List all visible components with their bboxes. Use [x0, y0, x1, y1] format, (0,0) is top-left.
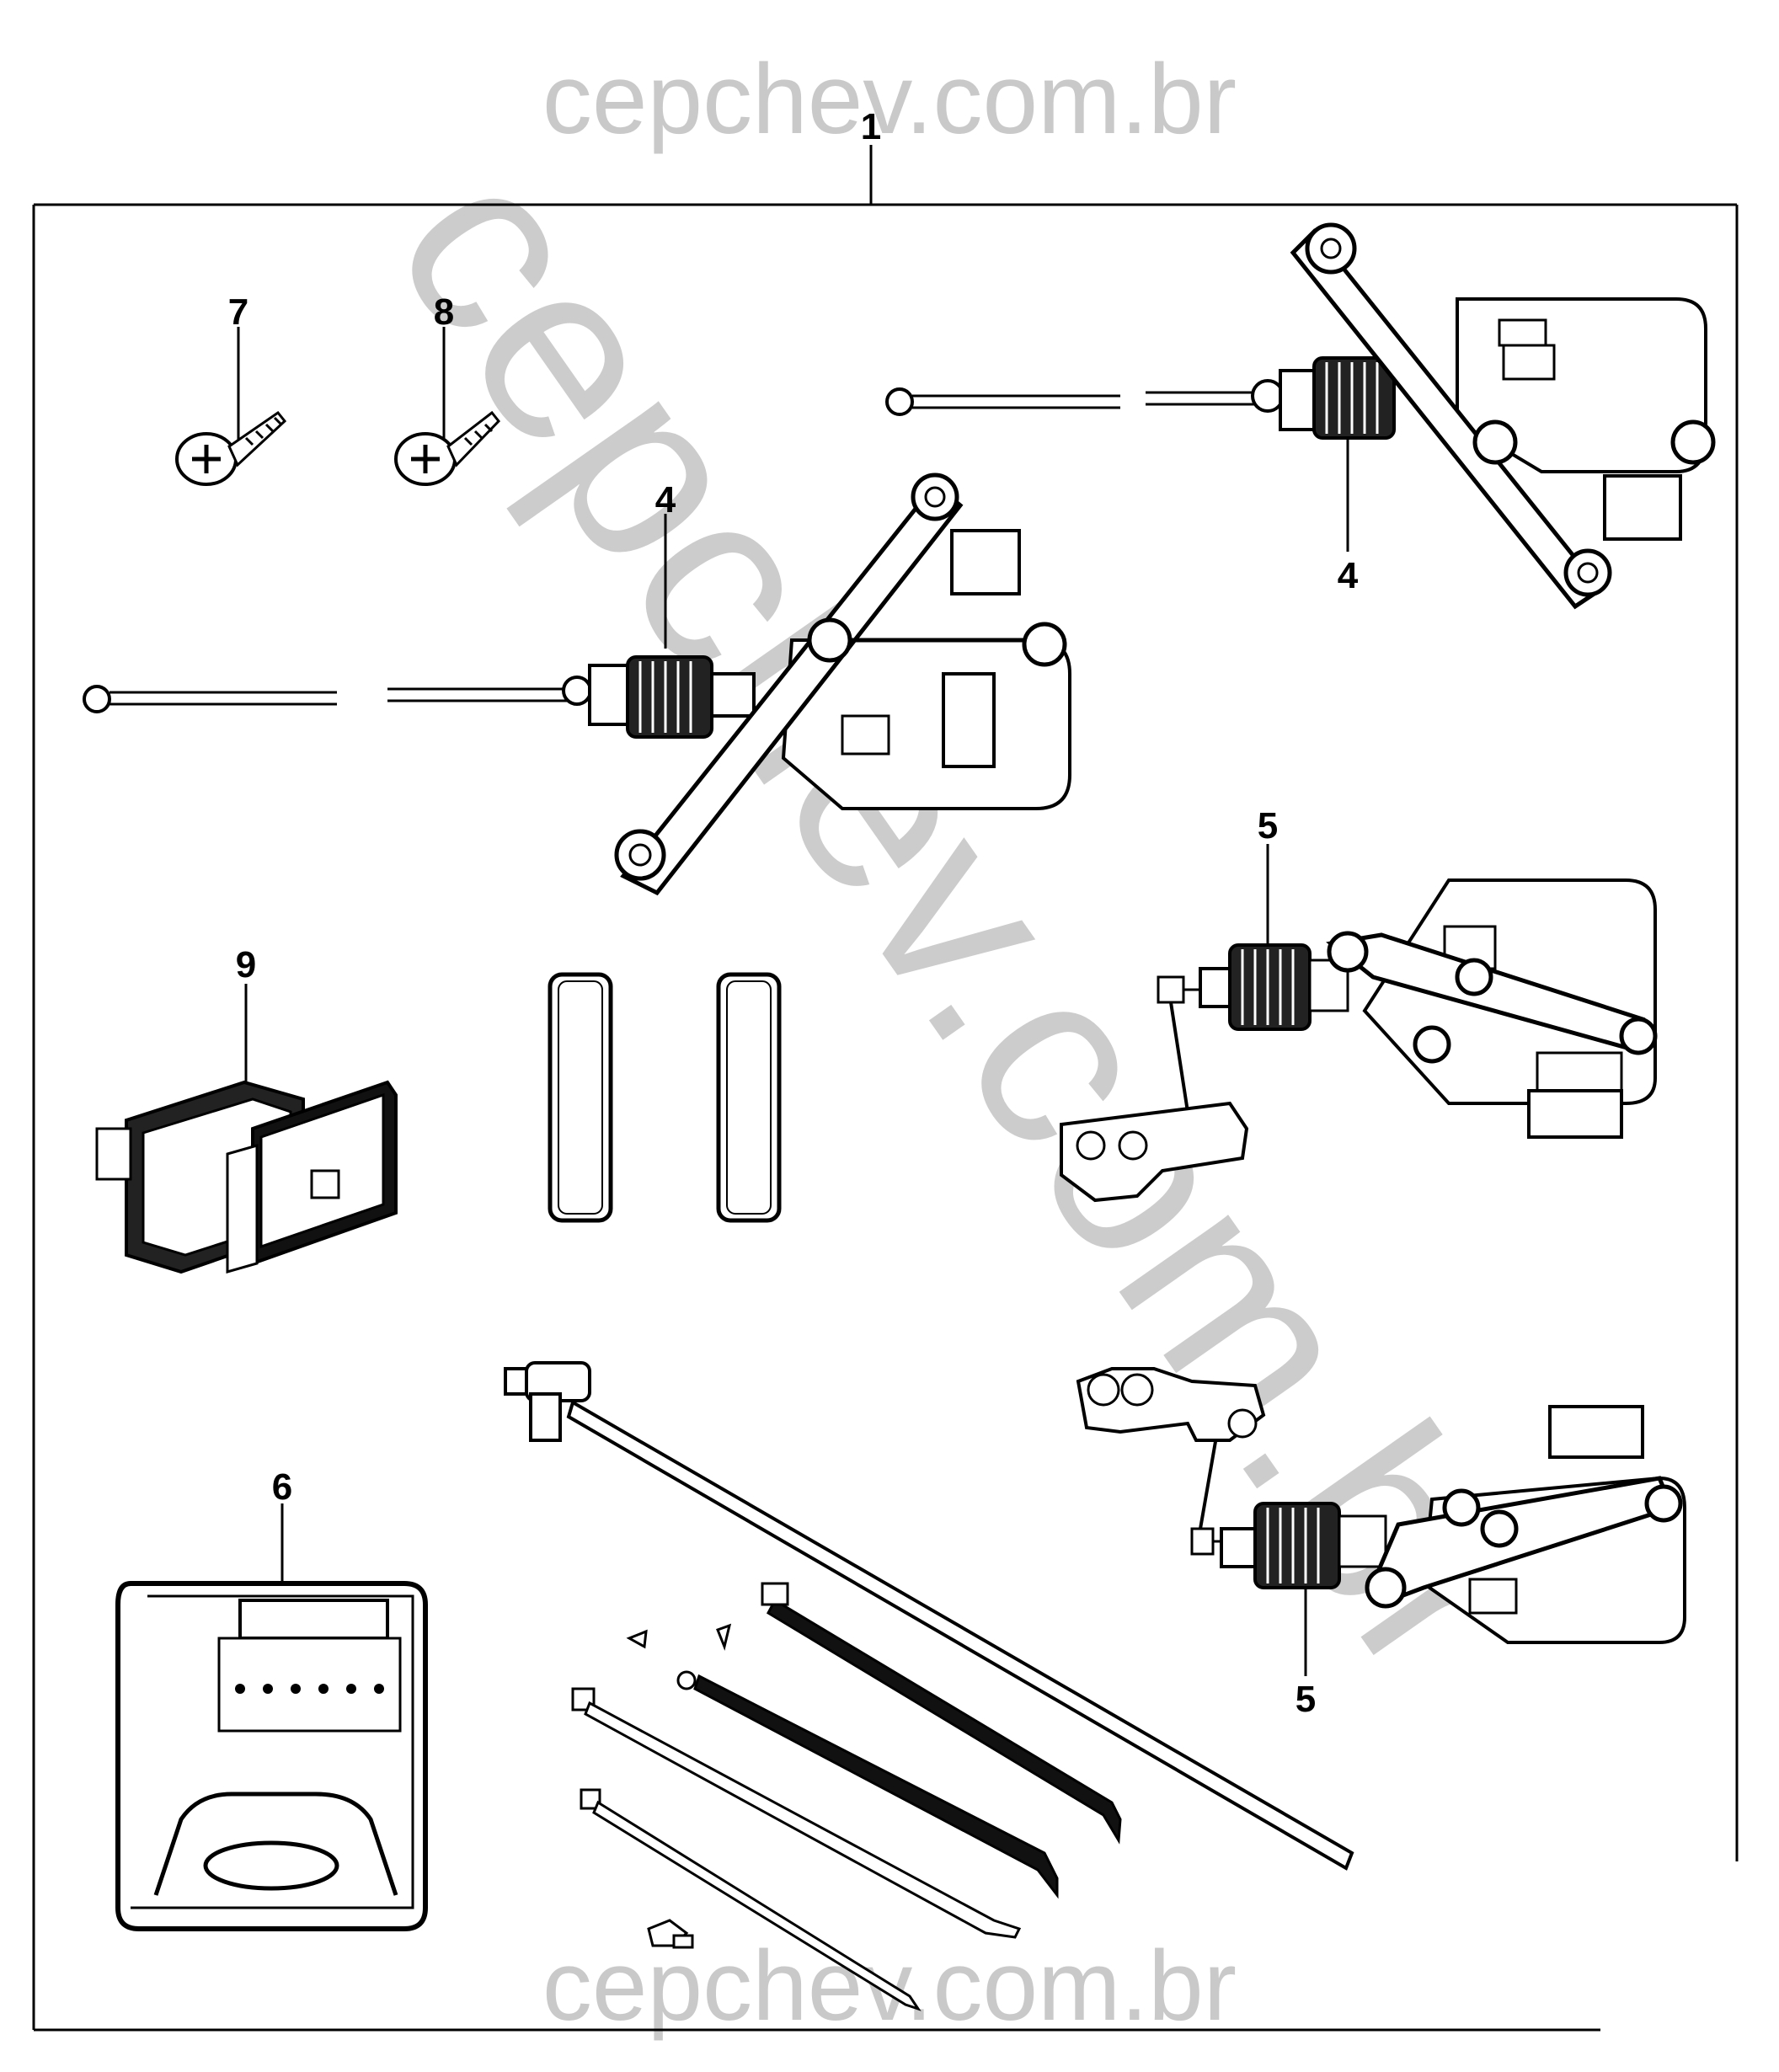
door-lock-actuator — [1060, 844, 1658, 1203]
cable-tie — [761, 1582, 1122, 1845]
bolt-icon — [647, 1919, 694, 1949]
callout-9: 9 — [236, 944, 256, 985]
cable-tie — [626, 1623, 1059, 1899]
cable-tie — [571, 1687, 1022, 1939]
door-lock-actuator — [83, 473, 1071, 896]
screw-icon — [175, 327, 287, 486]
assembly-frame — [32, 145, 1739, 2032]
control-module — [115, 1503, 428, 1931]
adhesive-strip — [548, 972, 613, 1223]
callout-6: 6 — [272, 1466, 292, 1508]
callout-4-right: 4 — [1338, 555, 1359, 596]
wiring-harness — [504, 1361, 1354, 1871]
switch-icon — [95, 984, 398, 1274]
callout-1: 1 — [861, 106, 881, 147]
cable-tie — [580, 1788, 922, 2011]
door-lock-actuator — [1076, 1367, 1686, 1676]
screw-icon — [394, 327, 500, 486]
callout-5-lower: 5 — [1296, 1679, 1316, 1720]
watermark-top: cepchev.com.br — [542, 44, 1237, 155]
callout-7: 7 — [228, 291, 248, 333]
door-lock-actuator — [885, 222, 1716, 610]
callout-5-upper: 5 — [1258, 805, 1278, 846]
adhesive-strip — [716, 972, 782, 1223]
callout-4-left: 4 — [655, 479, 676, 521]
callout-8: 8 — [434, 291, 454, 333]
